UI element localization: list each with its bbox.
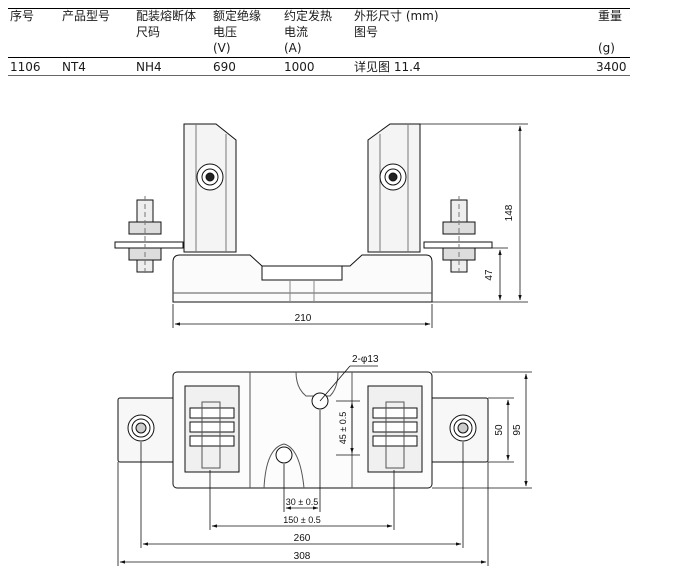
header-current: 约定发热 电流 (A) <box>284 9 333 55</box>
top-view <box>117 365 532 566</box>
table-header-rule <box>8 57 630 58</box>
dim-95: 95 <box>512 424 523 436</box>
mount-hole-bottom <box>275 446 293 464</box>
spec-table: 序号 产品型号 配装熔断体 尺码 额定绝缘 电压 (V) 约定发热 电流 (A)… <box>0 0 680 80</box>
dim-260: 260 <box>294 533 311 544</box>
header-dimensions: 外形尺寸 (mm) 图号 <box>354 9 439 39</box>
row-weight: 3400 <box>596 60 627 74</box>
table-top-rule <box>8 8 630 9</box>
dim-308: 308 <box>294 551 311 562</box>
front-view <box>114 123 528 328</box>
dim-47: 47 <box>484 269 495 281</box>
dim-150: 150 ± 0.5 <box>283 515 320 525</box>
dim-45: 45 ± 0.5 <box>338 412 348 444</box>
row-voltage: 690 <box>213 60 236 74</box>
header-weight: 重量 (g) <box>598 9 623 55</box>
table-bottom-rule <box>8 75 630 76</box>
right-bolt-stack <box>423 196 493 276</box>
header-fuse-size: 配装熔断体 尺码 <box>136 9 197 39</box>
dim-30: 30 ± 0.5 <box>286 497 318 507</box>
row-dimensions: 详见图 11.4 <box>354 60 421 74</box>
row-index: 1106 <box>10 60 41 74</box>
dim-148: 148 <box>504 204 515 221</box>
row-model: NT4 <box>62 60 86 74</box>
hole-callout: 2-φ13 <box>352 354 379 365</box>
row-fuse-size: NH4 <box>136 60 162 74</box>
header-voltage: 额定绝缘 电压 (V) <box>213 9 262 55</box>
row-current: 1000 <box>284 60 315 74</box>
right-clip <box>367 385 423 473</box>
header-model: 产品型号 <box>62 9 111 23</box>
dim-50: 50 <box>494 424 505 436</box>
left-bolt-stack <box>114 196 184 276</box>
header-index: 序号 <box>10 9 35 23</box>
left-clip <box>184 385 240 473</box>
dim-210: 210 <box>295 313 312 324</box>
